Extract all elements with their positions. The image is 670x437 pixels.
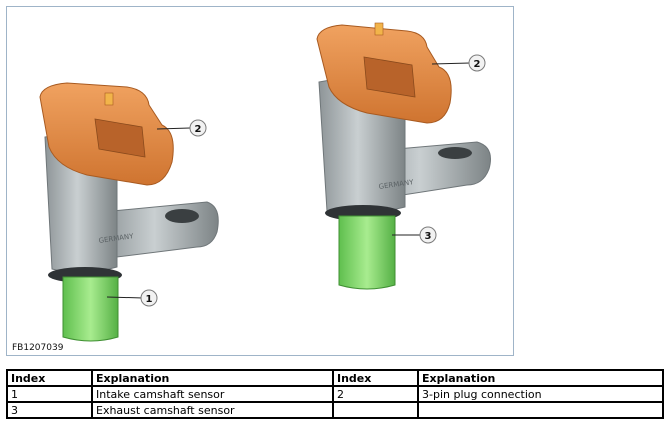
callout-2-left-label: 2 xyxy=(195,124,202,135)
camshaft-sensors-illustration: 1 2 2 3 GERMANY GERMANY xyxy=(39,22,491,342)
callout-2-right: 2 xyxy=(468,54,486,72)
table-row: 1 Intake camshaft sensor 2 3-pin plug co… xyxy=(6,385,664,403)
cell-explanation xyxy=(417,401,664,419)
header-index-1: Index xyxy=(6,369,93,387)
illustration-frame: 1 2 2 3 GERMANY GERMANY FB1207039 xyxy=(6,6,514,356)
cell-index: 3 xyxy=(6,401,93,419)
callout-1: 1 xyxy=(140,289,158,307)
callout-3: 3 xyxy=(419,226,437,244)
callout-2-left: 2 xyxy=(189,119,207,137)
legend-header-row: Index Explanation Index Explanation xyxy=(6,369,664,387)
callout-1-label: 1 xyxy=(146,294,153,305)
cell-explanation: 3-pin plug connection xyxy=(417,385,664,403)
cell-index: 2 xyxy=(332,385,419,403)
cell-explanation: Exhaust camshaft sensor xyxy=(91,401,334,419)
cell-index xyxy=(332,401,419,419)
header-explanation-2: Explanation xyxy=(417,369,664,387)
cell-index: 1 xyxy=(6,385,93,403)
figure-id-label: FB1207039 xyxy=(12,343,64,353)
leader-line-2b xyxy=(431,62,471,65)
header-index-2: Index xyxy=(332,369,419,387)
cell-explanation: Intake camshaft sensor xyxy=(91,385,334,403)
exhaust-camshaft-sensor xyxy=(316,22,491,290)
legend-table: Index Explanation Index Explanation 1 In… xyxy=(6,369,664,419)
intake-camshaft-sensor xyxy=(39,82,219,342)
table-row: 3 Exhaust camshaft sensor xyxy=(6,401,664,419)
callout-3-label: 3 xyxy=(425,231,432,242)
leader-line-1 xyxy=(106,296,144,299)
callout-2-right-label: 2 xyxy=(474,59,481,70)
header-explanation-1: Explanation xyxy=(91,369,334,387)
leader-line-2a xyxy=(156,127,191,130)
